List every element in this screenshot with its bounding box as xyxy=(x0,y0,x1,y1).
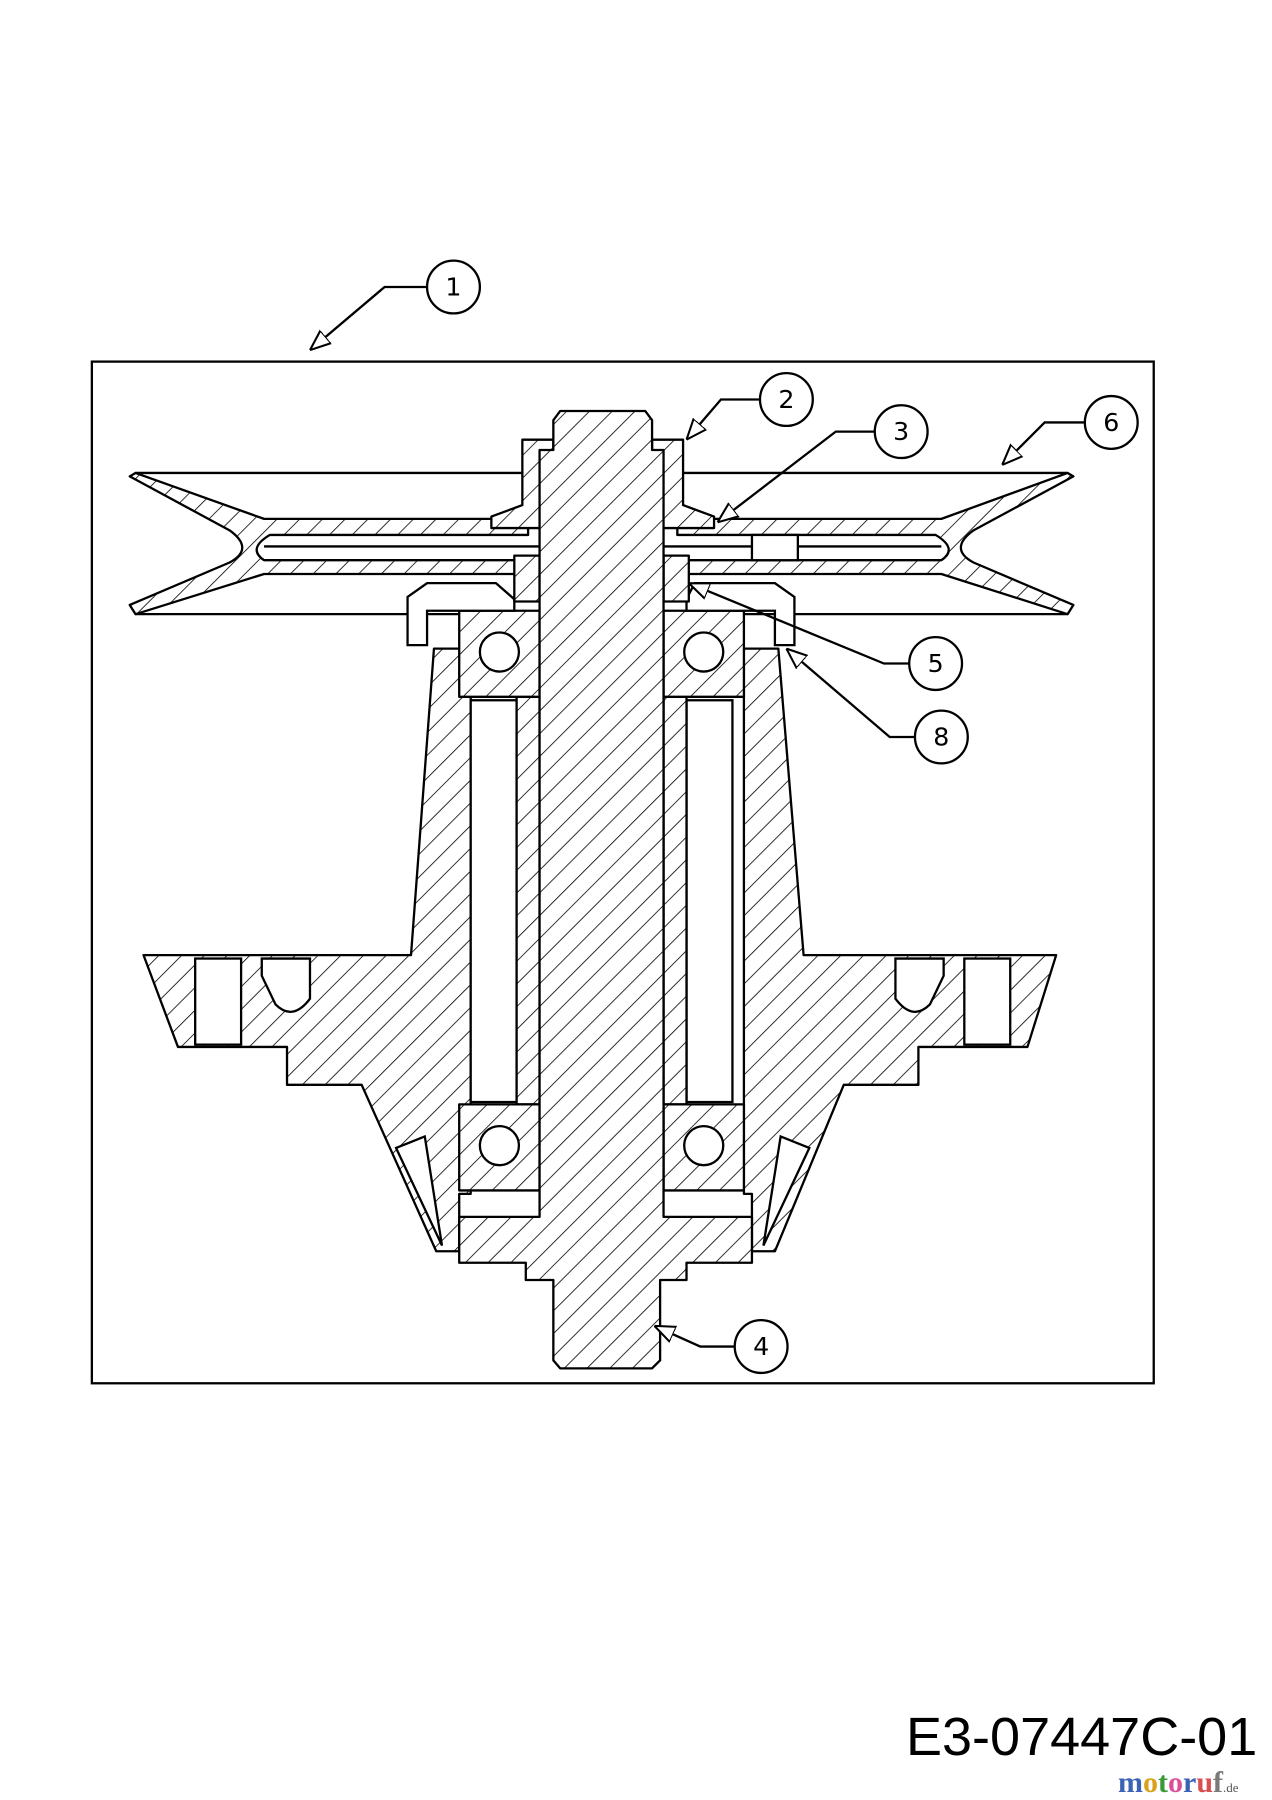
watermark-logo: motoruf.de xyxy=(1118,1768,1239,1798)
spacer-washer xyxy=(513,554,541,603)
bearing-cover-right xyxy=(685,582,796,647)
callout-2[interactable]: 2 xyxy=(687,371,814,440)
watermark-letter: t xyxy=(1158,1766,1168,1799)
callout-label: 2 xyxy=(778,385,794,414)
watermark-letter: f xyxy=(1213,1766,1224,1799)
callout-label: 1 xyxy=(445,272,461,301)
watermark-letter: r xyxy=(1183,1766,1197,1799)
watermark-letter: o xyxy=(1168,1766,1183,1799)
callout-6[interactable]: 6 xyxy=(1002,394,1139,465)
assembly-frame xyxy=(90,360,1155,1385)
bearing-cover xyxy=(406,582,516,647)
spindle-housing xyxy=(142,647,1058,1253)
watermark-name: motoruf xyxy=(1118,1766,1223,1799)
callout-4[interactable]: 4 xyxy=(654,1319,789,1375)
spacer-right xyxy=(662,693,688,1106)
spindle-shaft xyxy=(458,409,754,1370)
diagram-code: E3-07447C-01 xyxy=(906,1707,1258,1767)
spacer-washer-right xyxy=(662,554,690,603)
callout-8[interactable]: 8 xyxy=(786,649,969,765)
callout-label: 3 xyxy=(893,417,909,446)
callout-label: 6 xyxy=(1103,408,1119,437)
callout-label: 8 xyxy=(933,722,949,751)
callout-3[interactable]: 3 xyxy=(718,404,929,522)
watermark-letter: u xyxy=(1196,1766,1214,1799)
bearings xyxy=(458,609,746,1192)
watermark-suffix: .de xyxy=(1223,1780,1239,1795)
callout-5[interactable]: 5 xyxy=(689,582,964,692)
spacer-left xyxy=(515,693,541,1106)
callout-label: 4 xyxy=(753,1332,769,1361)
callout-1[interactable]: 1 xyxy=(310,259,482,351)
callout-label: 5 xyxy=(928,649,944,678)
watermark-letter: m xyxy=(1118,1766,1143,1799)
watermark-letter: o xyxy=(1143,1766,1158,1799)
